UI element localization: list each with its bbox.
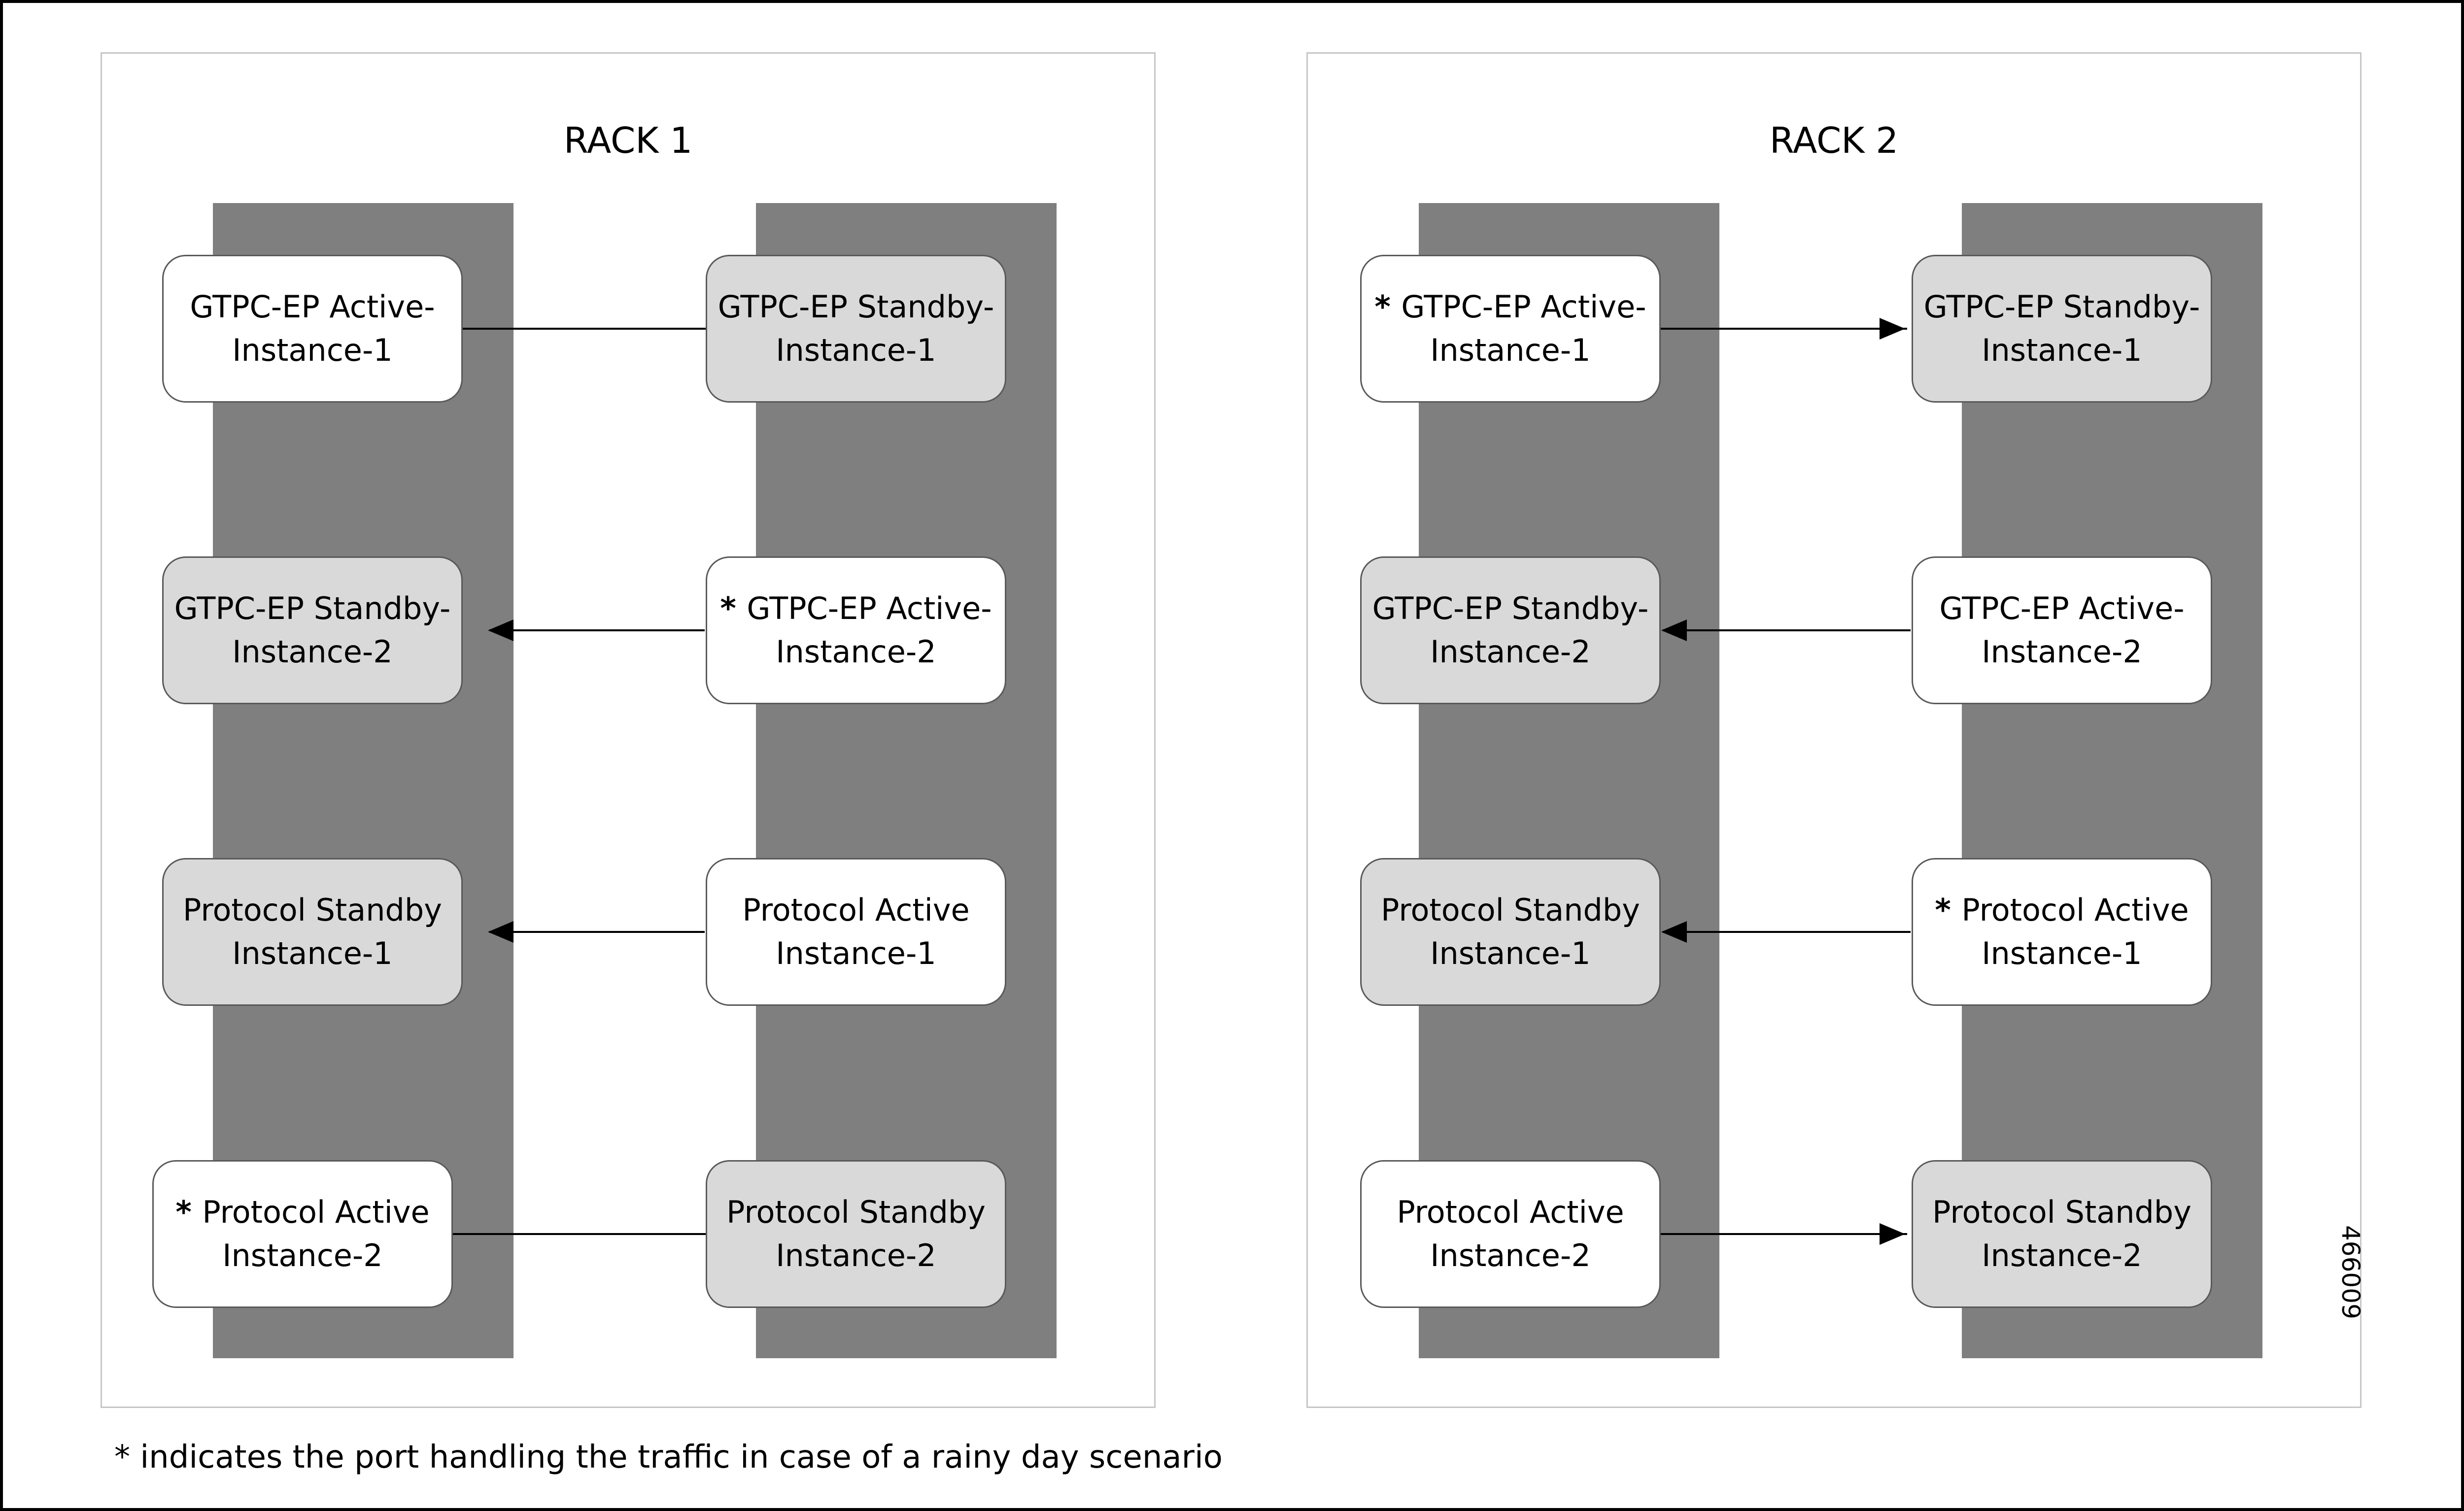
protocol-active-instance-1: Protocol Active Instance-1 xyxy=(706,858,1006,1006)
protocol-active-instance-2: Protocol Active Instance-2 xyxy=(1360,1160,1661,1308)
node-label: Protocol Standby Instance-1 xyxy=(1381,892,1640,971)
node-label: GTPC-EP Active- Instance-1 xyxy=(1401,289,1646,368)
traffic-star: * xyxy=(175,1194,203,1230)
figure-id: 466009 xyxy=(2336,1225,2365,1319)
node-label: GTPC-EP Standby- Instance-1 xyxy=(718,289,994,368)
protocol-standby-instance-1: Protocol Standby Instance-1 xyxy=(162,858,463,1006)
rack-2-title: RACK 2 xyxy=(1769,120,1899,161)
footnote: * indicates the port handling the traffi… xyxy=(114,1439,1223,1476)
protocol-active-instance-1: * Protocol Active Instance-1 xyxy=(1912,858,2212,1006)
node-label: Protocol Active Instance-2 xyxy=(202,1194,430,1273)
protocol-standby-instance-2: Protocol Standby Instance-2 xyxy=(706,1160,1006,1308)
node-label: GTPC-EP Standby- Instance-1 xyxy=(1923,289,2200,368)
node-label: Protocol Standby Instance-1 xyxy=(183,892,442,971)
arrowhead xyxy=(1880,1223,1905,1245)
node-label: GTPC-EP Standby- Instance-2 xyxy=(1372,590,1649,670)
traffic-star: * xyxy=(1935,892,1962,928)
node-label: Protocol Standby Instance-2 xyxy=(726,1194,986,1273)
traffic-star: * xyxy=(720,590,747,626)
node-label: GTPC-EP Active- Instance-2 xyxy=(1939,590,2185,670)
node-label: Protocol Active Instance-2 xyxy=(1397,1194,1624,1273)
rack-1-title: RACK 1 xyxy=(563,120,693,161)
arrowhead xyxy=(1880,318,1905,340)
traffic-star: * xyxy=(1374,289,1402,325)
node-label: GTPC-EP Active- Instance-2 xyxy=(747,590,992,670)
gtpc-ep-active-instance-2: GTPC-EP Active- Instance-2 xyxy=(1912,556,2212,704)
gtpc-ep-active-instance-2: * GTPC-EP Active- Instance-2 xyxy=(706,556,1006,704)
arrowhead xyxy=(1661,619,1687,641)
protocol-standby-instance-1: Protocol Standby Instance-1 xyxy=(1360,858,1661,1006)
protocol-active-instance-2: * Protocol Active Instance-2 xyxy=(152,1160,453,1308)
gtpc-ep-active-instance-1: GTPC-EP Active- Instance-1 xyxy=(162,255,463,403)
gtpc-ep-active-instance-1: * GTPC-EP Active- Instance-1 xyxy=(1360,255,1661,403)
rack-2-arrows xyxy=(1661,318,1911,1245)
gtpc-ep-standby-instance-1: GTPC-EP Standby- Instance-1 xyxy=(1912,255,2212,403)
gtpc-ep-standby-instance-2: GTPC-EP Standby- Instance-2 xyxy=(1360,556,1661,704)
node-label: Protocol Active Instance-1 xyxy=(1961,892,2189,971)
protocol-standby-instance-2: Protocol Standby Instance-2 xyxy=(1912,1160,2212,1308)
node-label: Protocol Active Instance-1 xyxy=(742,892,970,971)
arrowhead xyxy=(1661,921,1687,943)
gtpc-ep-standby-instance-1: GTPC-EP Standby- Instance-1 xyxy=(706,255,1006,403)
node-label: GTPC-EP Standby- Instance-2 xyxy=(174,590,451,670)
arrowhead xyxy=(488,921,513,943)
node-label: GTPC-EP Active- Instance-1 xyxy=(190,289,435,368)
rack-2-panel: RACK 2 * GTPC-EP Active- Instance-1 GTPC… xyxy=(1306,52,2361,1408)
node-label: Protocol Standby Instance-2 xyxy=(1932,1194,2191,1273)
rack-1-panel: RACK 1 GTPC-EP Active- Instance-1 GTPC-E… xyxy=(101,52,1156,1408)
gtpc-ep-standby-instance-2: GTPC-EP Standby- Instance-2 xyxy=(162,556,463,704)
arrowhead xyxy=(488,619,513,641)
